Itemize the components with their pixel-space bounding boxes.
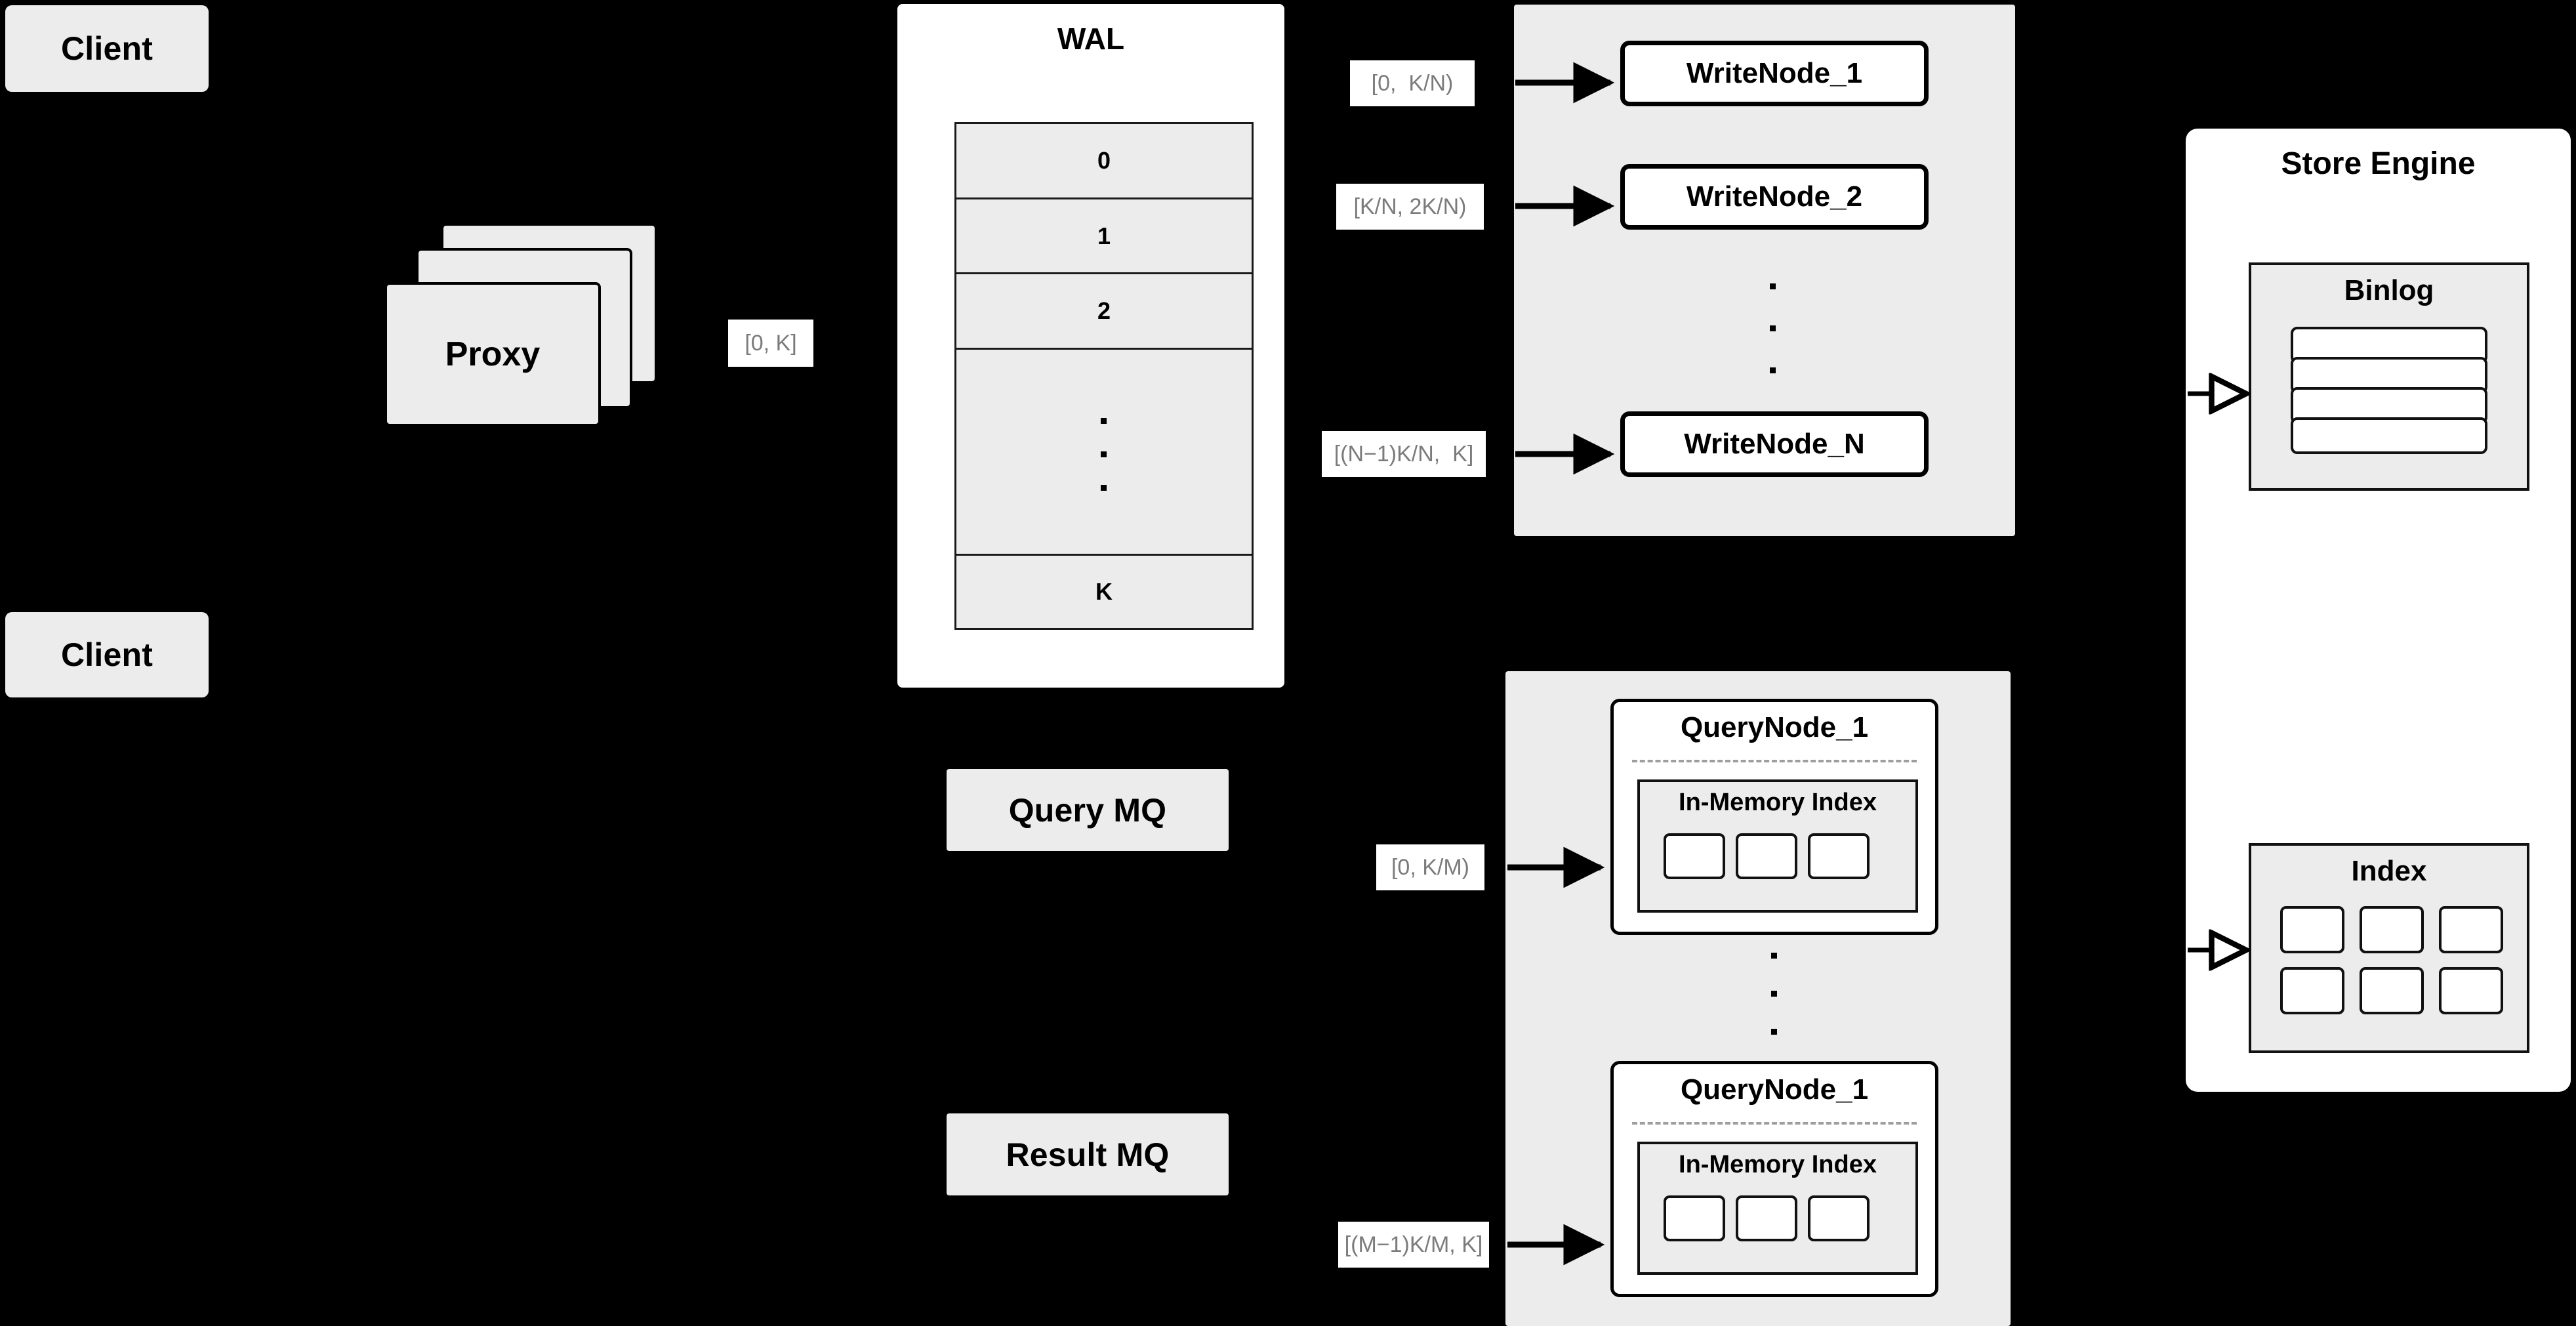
write-node-n-label: WriteNode_N: [1684, 428, 1865, 460]
wal-panel: WAL 0 1 2 K: [897, 4, 1284, 688]
wal-ellipsis-dot-3: [1101, 485, 1107, 491]
binlog-row-4: [2291, 417, 2487, 454]
write-nodes-ellipsis-dot-3: [1770, 367, 1776, 373]
query-nodes-ellipsis-dot-1: [1771, 953, 1777, 959]
write-node-1-label: WriteNode_1: [1686, 57, 1863, 89]
range-tag-query-node-1: [0, K/M): [1376, 844, 1484, 890]
query-node-1[interactable]: QueryNode_1 In-Memory Index: [1610, 699, 1938, 935]
wal-row-1: 1: [956, 199, 1252, 275]
store-engine-title: Store Engine: [2281, 146, 2476, 181]
write-nodes-ellipsis-dot-1: [1770, 283, 1776, 289]
query-node-m-label: QueryNode_1: [1680, 1073, 1869, 1106]
query-node-1-divider: [1632, 760, 1917, 762]
index-cell-3: [2439, 906, 2503, 953]
proxy-node[interactable]: Proxy: [384, 282, 601, 426]
client-node-2-label: Client: [60, 636, 153, 673]
binlog-panel: Binlog: [2249, 262, 2529, 491]
query-node-1-index-title: In-Memory Index: [1679, 789, 1877, 816]
client-node-2[interactable]: Client: [5, 612, 209, 697]
write-nodes-ellipsis-dot-2: [1770, 325, 1776, 331]
result-mq-node[interactable]: Result MQ: [947, 1113, 1229, 1195]
write-node-2-label: WriteNode_2: [1686, 180, 1863, 213]
write-node-2[interactable]: WriteNode_2: [1620, 164, 1929, 230]
proxy-node-label: Proxy: [445, 335, 541, 373]
range-tag-write-node-n: [(N−1)K/N, K]: [1322, 431, 1486, 477]
query-node-1-index-chip-3: [1808, 833, 1870, 879]
wal-row-k: K: [1095, 578, 1113, 606]
query-mq-label: Query MQ: [1008, 791, 1167, 829]
index-cell-6: [2439, 967, 2503, 1014]
index-cell-1: [2280, 906, 2344, 953]
write-node-n[interactable]: WriteNode_N: [1620, 411, 1929, 477]
query-node-m-in-memory-index: In-Memory Index: [1637, 1142, 1918, 1275]
query-node-1-index-chip-1: [1664, 833, 1725, 879]
wal-row-2: 2: [956, 274, 1252, 350]
wal-title: WAL: [1057, 22, 1125, 56]
wal-ellipsis-dot-2: [1101, 451, 1107, 458]
query-node-m-index-chip-1: [1664, 1195, 1725, 1241]
range-tag-query-node-m: [(M−1)K/M, K]: [1338, 1222, 1489, 1268]
query-nodes-ellipsis-dot-2: [1771, 991, 1777, 997]
query-node-m-index-title: In-Memory Index: [1679, 1151, 1877, 1178]
binlog-title: Binlog: [2344, 274, 2434, 306]
query-mq-node[interactable]: Query MQ: [947, 769, 1229, 851]
wal-row-0: 0: [956, 124, 1252, 199]
query-node-m-divider: [1632, 1122, 1917, 1125]
range-tag-proxy-to-wal: [0, K]: [728, 320, 813, 367]
index-panel: Index: [2249, 843, 2529, 1053]
query-nodes-ellipsis-dot-3: [1771, 1029, 1777, 1035]
query-node-m[interactable]: QueryNode_1 In-Memory Index: [1610, 1061, 1938, 1297]
client-node-1[interactable]: Client: [5, 5, 209, 92]
wal-row-ellipsis: [956, 350, 1252, 556]
query-node-1-in-memory-index: In-Memory Index: [1637, 779, 1918, 913]
query-node-1-index-chip-2: [1736, 833, 1797, 879]
client-node-1-label: Client: [60, 30, 153, 67]
query-node-m-index-chip-3: [1808, 1195, 1870, 1241]
result-mq-label: Result MQ: [1006, 1136, 1170, 1173]
wal-table: 0 1 2 K: [954, 122, 1254, 630]
range-tag-write-node-1: [0, K/N): [1350, 60, 1475, 106]
query-node-m-index-chip-2: [1736, 1195, 1797, 1241]
index-cell-4: [2280, 967, 2344, 1014]
store-engine-panel: Store Engine Binlog Index: [2186, 129, 2571, 1092]
index-title: Index: [2351, 855, 2427, 887]
query-node-1-label: QueryNode_1: [1680, 711, 1869, 743]
wal-ellipsis-dot-1: [1101, 418, 1107, 425]
range-tag-write-node-2: [K/N, 2K/N): [1336, 184, 1484, 230]
index-cell-2: [2360, 906, 2424, 953]
index-cell-5: [2360, 967, 2424, 1014]
write-node-1[interactable]: WriteNode_1: [1620, 41, 1929, 106]
